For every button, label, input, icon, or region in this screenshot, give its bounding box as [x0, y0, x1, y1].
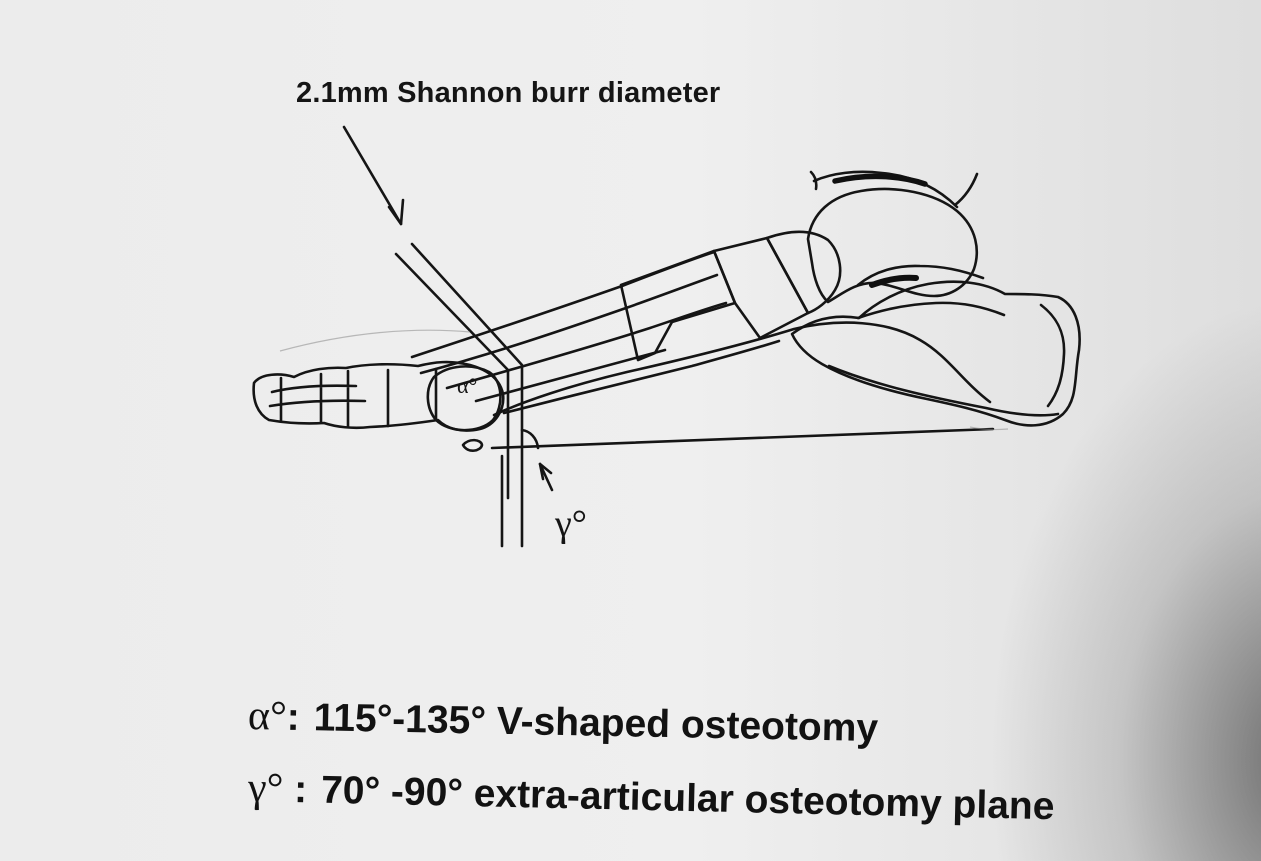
calcaneus-plantar-line	[829, 366, 1058, 415]
calcaneus-posterior-detail	[1041, 305, 1064, 406]
burr-arrow-shaft	[344, 127, 401, 224]
alpha-legend-separator: :	[286, 696, 300, 739]
alpha-angle-label: α°	[457, 375, 477, 397]
gamma-legend-separator: :	[283, 768, 308, 812]
burr-arrow-head	[389, 200, 403, 224]
gamma-legend-symbol: γ°	[247, 765, 283, 812]
burr-diameter-label: 2.1mm Shannon burr diameter	[296, 79, 720, 108]
alpha-legend-symbol: α°	[248, 693, 288, 740]
subtalar-joint-line	[858, 303, 1004, 318]
talus-dome-thick-stroke	[835, 176, 925, 184]
sesamoid-outline	[463, 440, 482, 451]
reference-plane-line	[492, 429, 993, 448]
plantar-metatarsal-base	[494, 323, 990, 415]
subtalar-thick-stroke	[872, 278, 916, 285]
alpha-legend-text: 115°-135° V-shaped osteotomy	[313, 696, 878, 751]
gamma-angle-label: γ°	[555, 505, 587, 543]
